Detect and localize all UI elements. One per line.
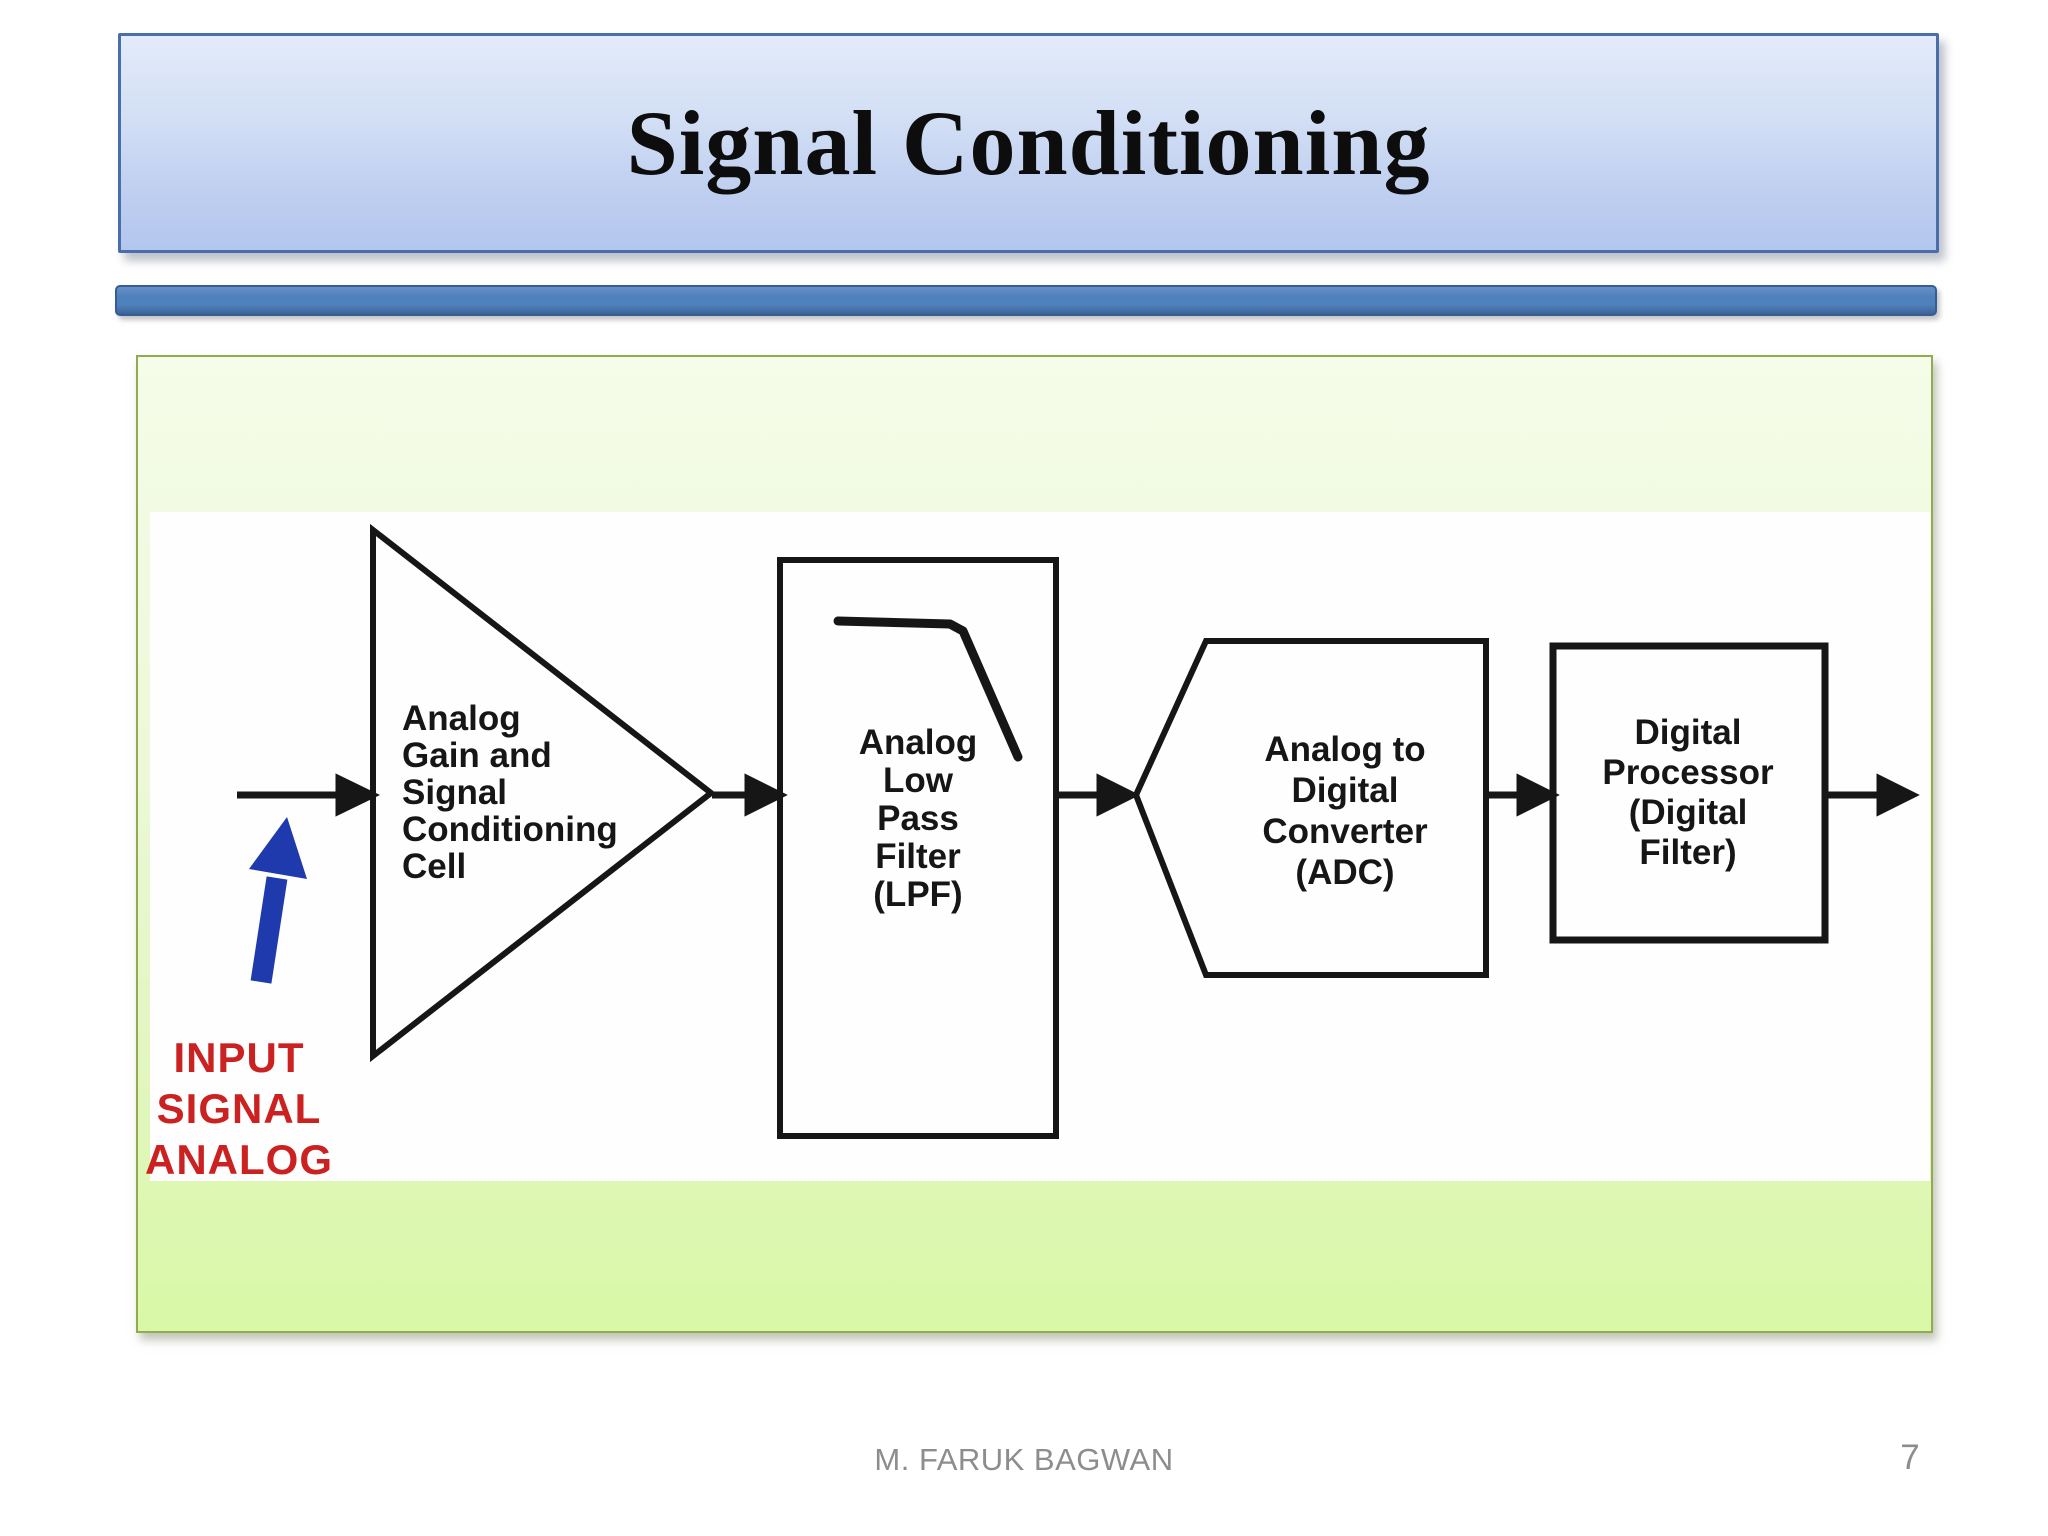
arrow-input-head-icon xyxy=(335,773,381,817)
page-title: Signal Conditioning xyxy=(626,92,1431,194)
dp-box xyxy=(1549,642,1829,944)
footer-author: M. FARUK BAGWAN xyxy=(874,1442,1174,1477)
dp-label: Digital Processor (Digital Filter) xyxy=(1602,713,1774,872)
amplifier-label: Analog Gain and Signal Conditioning Cell xyxy=(402,699,618,886)
lpf-box xyxy=(777,557,1059,1139)
footer-page-number: 7 xyxy=(1900,1438,1920,1477)
divider-bar xyxy=(115,285,1937,316)
arrow-output-head-icon xyxy=(1876,773,1920,817)
input-signal-arrow-icon xyxy=(249,817,307,984)
lpf-label: Analog Low Pass Filter (LPF) xyxy=(858,723,978,914)
adc-pentagon xyxy=(1132,638,1489,978)
adc-label: Analog to Digital Converter (ADC) xyxy=(1262,730,1428,892)
arrow-adc-to-dp-head-icon xyxy=(1516,773,1560,817)
arrow-amp-to-lpf-head-icon xyxy=(744,773,788,817)
lpf-response-curve-icon xyxy=(833,616,1023,762)
input-signal-label: INPUT SIGNAL ANALOG xyxy=(145,1034,333,1183)
arrow-lpf-to-adc-head-icon xyxy=(1096,773,1140,817)
title-bar: Signal Conditioning xyxy=(118,33,1939,253)
